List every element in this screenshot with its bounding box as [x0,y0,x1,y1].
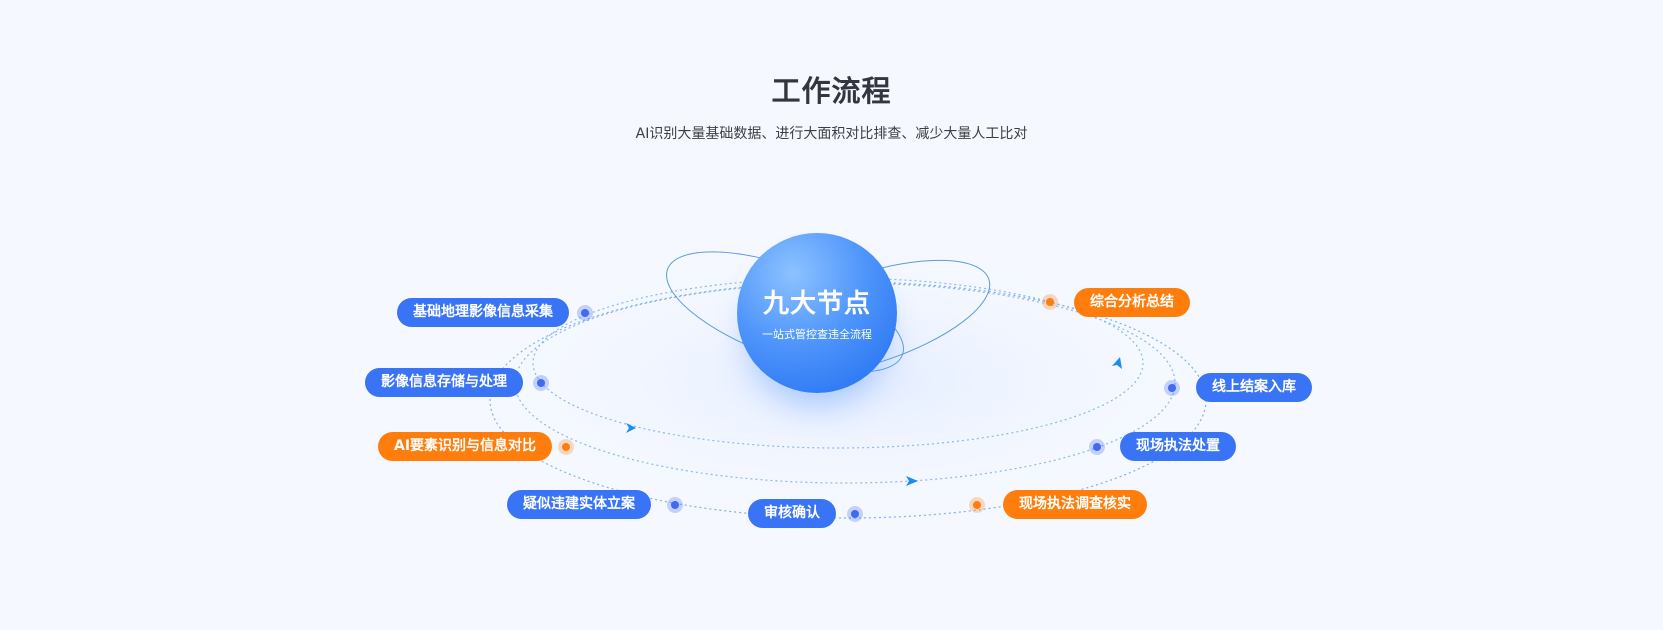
arrow-icon [906,476,918,486]
node-pill: 基础地理影像信息采集 [397,298,569,327]
node-pill: 综合分析总结 [1074,288,1190,317]
page-title: 工作流程 [771,74,892,108]
node-dot-icon [667,497,683,513]
node-pill: 审核确认 [748,499,836,528]
node-dot-icon [847,506,863,522]
node-dot-icon [558,439,574,455]
node-pill: 疑似违建实体立案 [507,490,651,519]
arrow-icon [1112,357,1122,369]
page-subtitle: AI识别大量基础数据、进行大面积对比排查、减少大量人工比对 [635,126,1028,142]
inner-orbit [532,277,1144,449]
node-pill: 线上结案入库 [1196,373,1312,402]
node-pill: 现场执法调查核实 [1003,490,1147,519]
node-dot-icon [533,375,549,391]
node-pill: 现场执法处置 [1120,432,1236,461]
arrow-icon [626,423,636,433]
node-dot-icon [1164,380,1180,396]
node-dot-icon [577,305,593,321]
node-pill: AI要素识别与信息对比 [378,432,553,461]
node-dot-icon [1089,439,1105,455]
node-pill: 影像信息存储与处理 [365,368,523,397]
node-dot-icon [1042,294,1058,310]
hub-circle: 九大节点 一站式管控查违全流程 [737,233,897,393]
hub-title: 九大节点 [762,289,871,319]
hub-subtitle: 一站式管控查违全流程 [762,328,872,341]
node-dot-icon [969,497,985,513]
